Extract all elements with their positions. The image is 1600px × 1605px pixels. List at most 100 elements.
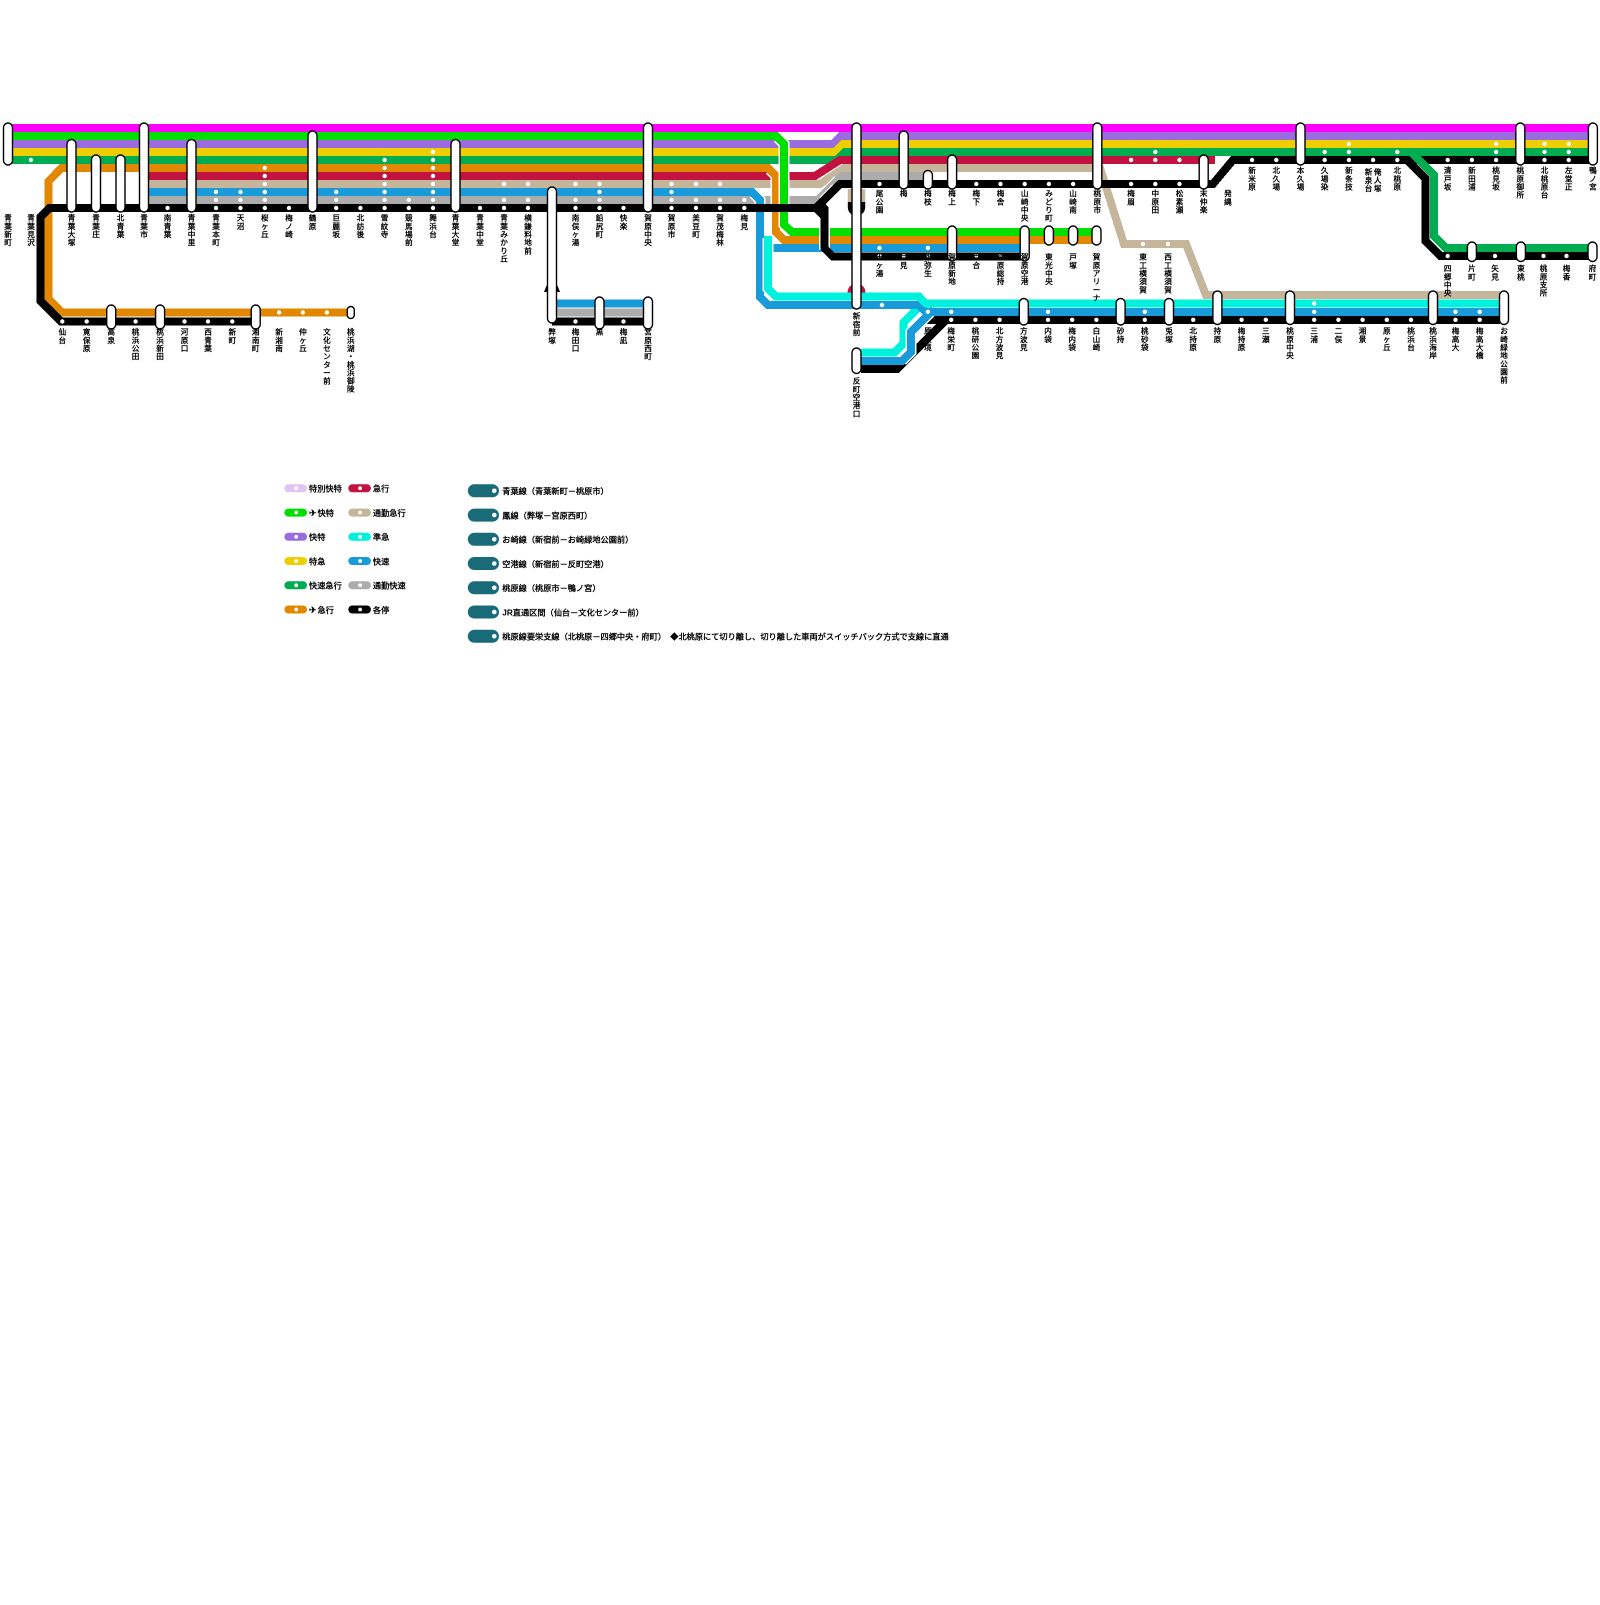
svg-text:内袋: 内袋 [1043,326,1052,344]
svg-text:準急: 準急 [373,532,389,542]
svg-text:桃原線（桃原市－鴨ノ宮）: 桃原線（桃原市－鴨ノ宮） [502,583,600,593]
svg-text:賀原市: 賀原市 [667,213,676,239]
svg-text:◆北桃原にて切り離し、切り離した車両がスイッチバック方式で支: ◆北桃原にて切り離し、切り離した車両がスイッチバック方式で支線に直通 [669,632,949,642]
svg-text:河原口: 河原口 [181,327,189,353]
svg-text:青葉本町: 青葉本町 [211,213,220,247]
svg-text:桃見坂: 桃見坂 [1491,165,1500,191]
svg-text:桃浜公田: 桃浜公田 [132,327,140,361]
svg-text:美豆町: 美豆町 [692,213,700,239]
svg-text:賀原総持: 賀原総持 [996,252,1005,286]
svg-text:鳳線（弊塚－宮原西町）: 鳳線（弊塚－宮原西町） [502,510,592,520]
svg-text:南青葉: 南青葉 [163,213,172,239]
svg-text:快特: 快特 [317,508,335,518]
svg-text:尾公園: 尾公園 [876,189,884,214]
svg-text:賀原新地: 賀原新地 [947,252,956,286]
svg-text:北桃原台: 北桃原台 [1541,165,1549,199]
svg-text:文化センター前: 文化センター前 [323,327,331,386]
svg-text:みどり町: みどり町 [1045,189,1053,222]
svg-text:青葉市: 青葉市 [139,213,148,239]
svg-text:雪紋寺: 雪紋寺 [381,214,389,239]
svg-text:梅内袋: 梅内袋 [1067,326,1076,352]
svg-text:東光中央: 東光中央 [1044,252,1053,286]
svg-text:清戸坂: 清戸坂 [1444,165,1452,191]
svg-text:舞浜台: 舞浜台 [429,213,437,239]
svg-text:快楽: 快楽 [619,213,628,231]
svg-text:青葉みかり丘: 青葉みかり丘 [499,213,508,264]
svg-text:久場染: 久場染 [1320,165,1329,191]
svg-text:原東境: 原東境 [924,327,932,352]
svg-text:各停: 各停 [372,605,389,615]
svg-text:俺人塚: 俺人塚 [1373,167,1382,193]
svg-text:梅凪: 梅凪 [620,327,628,345]
svg-text:お崎線（新宿前－お崎緑地公園前）: お崎線（新宿前－お崎緑地公園前） [502,535,633,545]
svg-text:松素瀬: 松素瀬 [1176,188,1184,214]
svg-text:梅高大橋: 梅高大橋 [1476,326,1484,360]
svg-text:賀原中央: 賀原中央 [643,213,652,247]
svg-text:快速急行: 快速急行 [308,581,342,591]
svg-text:原ヶ丘: 原ヶ丘 [1383,327,1391,352]
svg-text:青葉庄: 青葉庄 [91,213,100,239]
svg-text:新条技: 新条技 [1345,165,1353,191]
svg-text:梅上: 梅上 [948,188,956,206]
svg-text:新宿前: 新宿前 [853,311,861,337]
svg-text:新泉台: 新泉台 [1365,167,1373,193]
svg-text:✈: ✈ [309,508,317,518]
svg-text:横鎌料地前: 横鎌料地前 [523,213,532,256]
svg-text:戸塚: 戸塚 [1069,253,1077,270]
svg-text:新町: 新町 [229,327,237,345]
svg-text:JR直通区間（仙台－文化センター前）: JR直通区間（仙台－文化センター前） [502,607,643,617]
svg-text:梅下: 梅下 [973,188,981,206]
svg-text:黒: 黒 [596,327,604,337]
svg-text:梅栄町: 梅栄町 [946,326,955,352]
svg-text:北方波見: 北方波見 [995,326,1004,360]
svg-text:新田浦: 新田浦 [1468,165,1476,191]
svg-text:特別快特: 特別快特 [309,484,343,494]
svg-text:桃原市: 桃原市 [1094,188,1102,214]
svg-text:山崎中央: 山崎中央 [1021,188,1029,222]
svg-text:中原田: 中原田 [1152,188,1160,214]
svg-text:高泉: 高泉 [107,327,115,345]
svg-text:発縄: 発縄 [1223,188,1232,206]
svg-text:東工横須賀: 東工横須賀 [1138,252,1147,295]
svg-text:左堂正: 左堂正 [1564,165,1573,191]
svg-text:新弥生: 新弥生 [924,252,932,278]
svg-text:✈: ✈ [309,605,317,615]
svg-text:西青葉: 西青葉 [203,328,212,353]
svg-text:北訪後: 北訪後 [357,213,365,239]
svg-text:新湘南: 新湘南 [275,327,283,353]
svg-text:空港線（新宿前－反町空港）: 空港線（新宿前－反町空港） [502,559,608,569]
svg-text:桃研公園: 桃研公園 [972,326,980,360]
svg-text:競馬場前: 競馬場前 [405,213,413,247]
svg-text:梅枝: 梅枝 [923,188,932,206]
svg-text:砂持: 砂持 [1117,326,1125,344]
svg-text:宮原西町: 宮原西町 [644,327,652,361]
svg-text:青葉見沢: 青葉見沢 [26,213,35,247]
svg-text:兎塚: 兎塚 [1165,326,1173,344]
svg-text:急行: 急行 [373,484,389,494]
svg-text:青葉新町: 青葉新町 [3,213,12,247]
svg-text:快速: 快速 [372,556,390,566]
svg-text:府町: 府町 [1589,263,1597,281]
svg-text:通勤快速: 通勤快速 [373,581,407,591]
svg-text:鉛尻町: 鉛尻町 [596,213,604,239]
svg-text:桃浜新田: 桃浜新田 [156,327,164,361]
svg-text:新米原: 新米原 [1248,165,1256,191]
svg-text:青葉中堂: 青葉中堂 [475,213,484,247]
svg-text:梅: 梅 [900,188,908,198]
svg-text:巨麗坂: 巨麗坂 [332,214,340,239]
svg-text:桃浜湖・桃浜御陵: 桃浜湖・桃浜御陵 [346,327,355,394]
svg-text:急行: 急行 [318,605,334,615]
svg-text:梅見: 梅見 [740,213,749,231]
svg-text:湘南町: 湘南町 [252,327,260,353]
svg-text:仙台: 仙台 [59,327,67,345]
svg-text:桜ヶ丘: 桜ヶ丘 [261,213,269,239]
svg-text:梅ノ崎: 梅ノ崎 [285,213,293,239]
svg-text:仲ヶ丘: 仲ヶ丘 [299,327,307,353]
svg-text:反町空港口: 反町空港口 [853,376,861,419]
svg-text:百合: 百合 [973,253,981,270]
svg-text:快特: 快特 [308,532,326,542]
svg-text:桃原御所: 桃原御所 [1516,165,1525,199]
svg-text:通勤急行: 通勤急行 [373,508,406,518]
svg-text:巨見: 巨見 [899,253,908,270]
svg-text:梅田口: 梅田口 [572,327,580,353]
